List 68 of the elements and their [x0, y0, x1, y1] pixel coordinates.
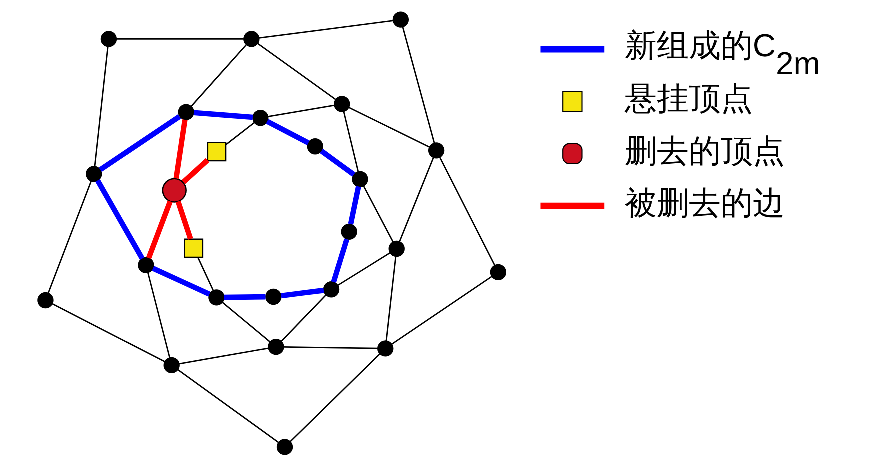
- connector: [225, 122, 255, 146]
- connector: [197, 258, 214, 292]
- node-circle: [252, 110, 268, 126]
- node-box: [206, 142, 226, 162]
- node-circle: [306, 138, 323, 155]
- node-circle: [392, 12, 409, 28]
- connector: [283, 346, 378, 350]
- connector: [193, 110, 253, 120]
- node-circle: [276, 439, 293, 456]
- connector: [330, 238, 350, 284]
- node-circle: [37, 292, 54, 309]
- node-circle: [428, 142, 444, 159]
- node-circle: [265, 288, 282, 306]
- connector: [280, 288, 324, 299]
- connector: [348, 186, 361, 225]
- connector: [402, 27, 435, 144]
- node-box: [184, 238, 204, 258]
- node-circle: [163, 357, 180, 374]
- node-circle: [334, 96, 350, 112]
- connector: [177, 369, 279, 444]
- connector: [98, 114, 181, 172]
- connector: [362, 186, 394, 242]
- node-circle: [178, 104, 194, 120]
- connector: [116, 38, 244, 40]
- connector: [289, 354, 380, 442]
- connector: [385, 256, 396, 342]
- node-circle: [352, 171, 368, 188]
- connector: [280, 294, 326, 342]
- connector: [258, 20, 394, 39]
- node-circle: [388, 240, 404, 258]
- node-circle: [138, 257, 154, 274]
- connector: [152, 266, 210, 297]
- connector: [47, 181, 92, 294]
- connector: [342, 112, 359, 172]
- node-circle: [243, 31, 260, 48]
- connector: [95, 179, 144, 260]
- legend-label: 删去的顶点: [624, 132, 784, 169]
- connector: [146, 272, 170, 358]
- connector: [222, 302, 270, 343]
- node-circle: [377, 340, 394, 357]
- connector: [52, 303, 165, 363]
- node-circle: [322, 282, 340, 298]
- connector: [398, 157, 434, 242]
- connector: [146, 200, 172, 260]
- node-circle: [340, 224, 357, 240]
- connector: [268, 104, 334, 118]
- connector: [178, 348, 268, 365]
- connector: [391, 276, 492, 345]
- connector: [175, 200, 193, 240]
- legend-label: 悬挂顶点: [624, 80, 752, 117]
- connector: [320, 149, 356, 177]
- legend-label: 被删去的边: [624, 185, 784, 222]
- connector: [348, 106, 430, 148]
- connector: [173, 120, 188, 180]
- connector: [181, 158, 209, 184]
- node-circle: [162, 178, 186, 203]
- connector: [224, 294, 266, 300]
- node-circle: [86, 166, 102, 182]
- connector: [337, 252, 390, 286]
- node-circle: [100, 31, 117, 48]
- node-circle: [490, 264, 506, 281]
- node-circle: [208, 290, 224, 306]
- connector: [257, 43, 336, 100]
- connector: [266, 119, 310, 146]
- connector: [190, 44, 247, 107]
- node-circle: [268, 338, 284, 356]
- connector: [94, 46, 108, 167]
- connector: [438, 157, 496, 266]
